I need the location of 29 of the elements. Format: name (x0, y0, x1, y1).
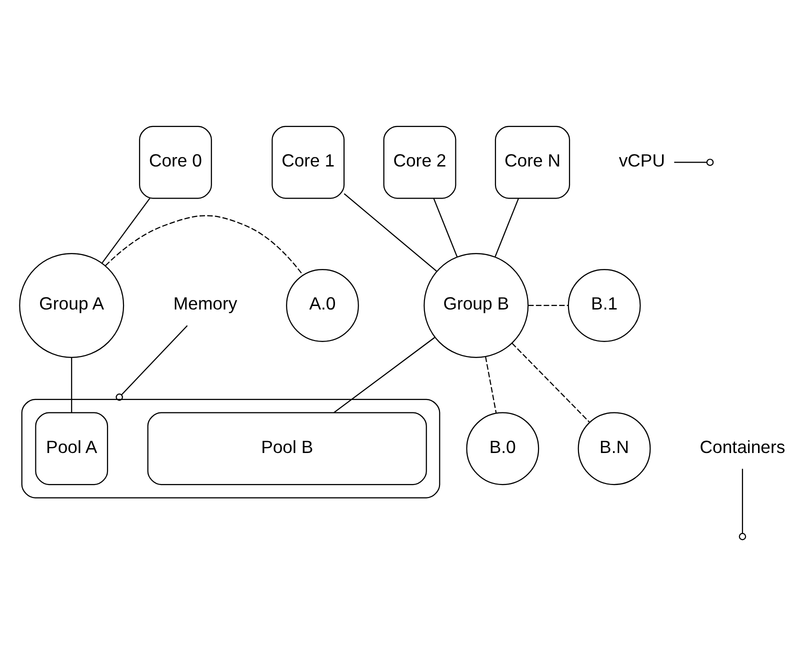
connector (528, 304, 568, 306)
cluster (21, 398, 440, 498)
node-text: Memory (173, 294, 238, 314)
node-circle: B.N (578, 412, 651, 486)
connector (344, 193, 437, 272)
node-box: Core N (494, 126, 570, 199)
node-box: Core 2 (383, 126, 456, 199)
connector (485, 356, 497, 414)
connector (433, 198, 458, 257)
node-box: Core 1 (272, 126, 345, 199)
connector (333, 337, 435, 414)
connector (105, 215, 304, 276)
node-circle: B.1 (568, 269, 641, 342)
node-box: Core 0 (139, 126, 212, 199)
node-circle: A.0 (286, 269, 359, 342)
node-circle: B.0 (466, 412, 540, 486)
node-box: Pool A (35, 412, 108, 486)
connector (71, 357, 72, 413)
connector (494, 198, 520, 257)
node-box: Pool B (147, 412, 427, 486)
node-text: vCPU (618, 150, 665, 171)
node-circle: Group A (19, 252, 124, 358)
connector (742, 468, 744, 534)
node-circle: Group B (424, 252, 529, 358)
connector (674, 162, 707, 163)
connector (512, 342, 590, 423)
connector (102, 198, 150, 264)
connector (116, 325, 188, 401)
node-text: Containers (700, 436, 786, 457)
